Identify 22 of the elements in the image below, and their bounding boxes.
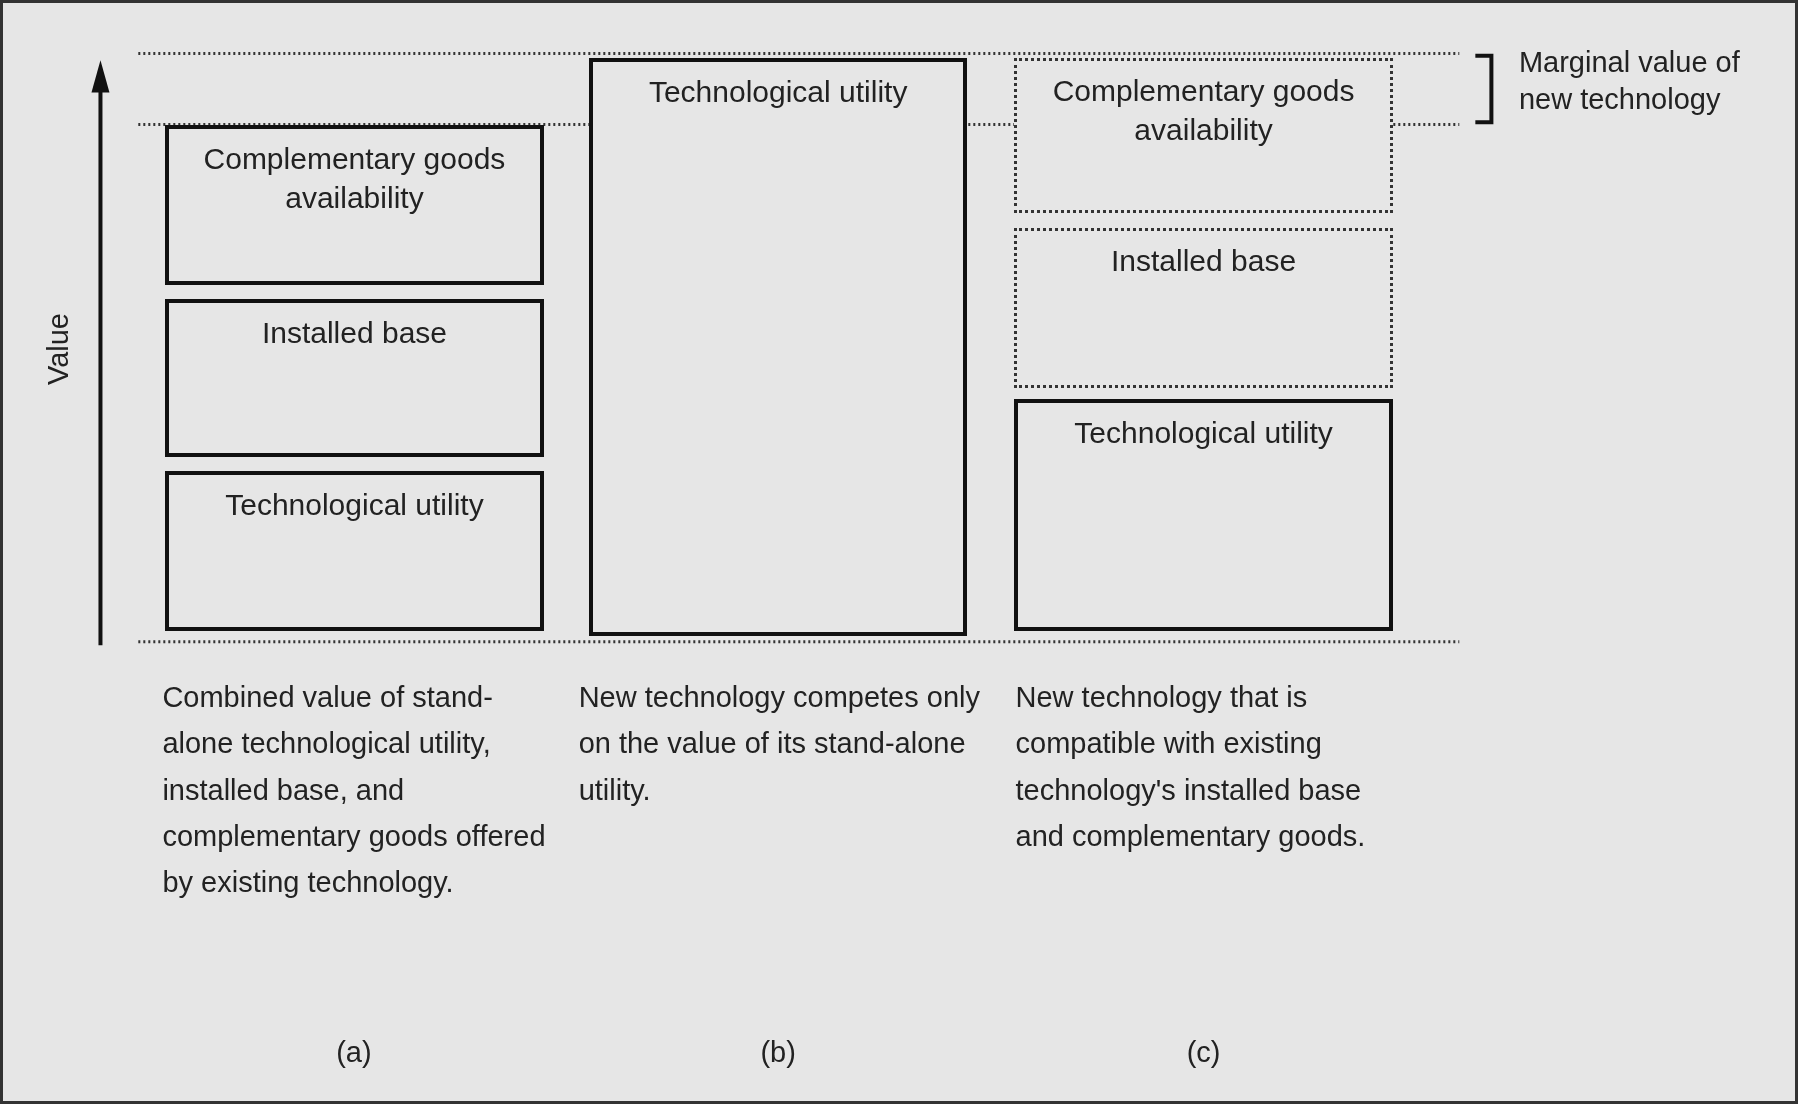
annotation-text: Marginal value of new technology: [1518, 45, 1741, 117]
value-block: [164, 124, 545, 286]
caption-text: New technology that is compatible with existing technology's installed base and complementary goods.: [1015, 679, 1367, 854]
panel-label: (c): [1185, 1035, 1222, 1071]
panel-label: (a): [335, 1035, 373, 1071]
block-label: Installed base: [260, 314, 448, 351]
value-block: [1014, 398, 1393, 632]
block-label: Installed base: [1110, 242, 1298, 279]
caption-text: Combined value of stand-alone technological utility, installed base, and complementary goods offered by existing technology.: [162, 679, 547, 901]
block-label: Complementary goods availability: [202, 140, 507, 216]
caption-text: New technology competes only on the value of its stand-alone utility.: [578, 679, 981, 808]
block-label: Technological utility: [224, 486, 485, 523]
value-block: [588, 58, 968, 636]
value-block: [1014, 227, 1393, 389]
block-label: Technological utility: [1073, 414, 1334, 451]
axis-label: Value: [41, 312, 76, 385]
block-label: Complementary goods availability: [1051, 73, 1356, 149]
block-label: Technological utility: [647, 74, 909, 111]
value-block: [1014, 58, 1393, 213]
panel-label: (b): [759, 1035, 797, 1071]
value-block: [164, 470, 545, 632]
value-block: [164, 298, 545, 458]
